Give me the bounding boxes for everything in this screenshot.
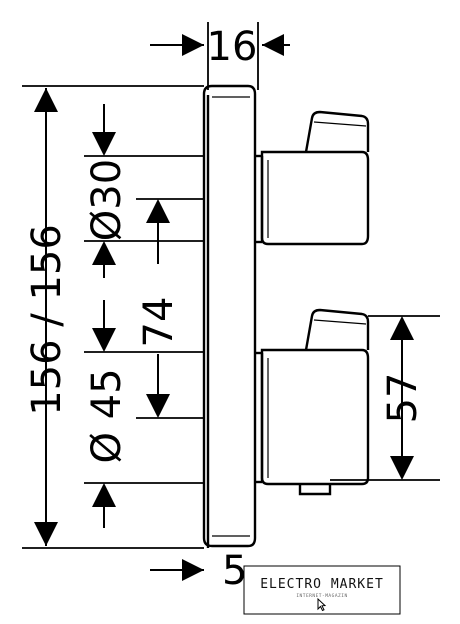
arrow-up-d45 [92, 483, 116, 507]
dim-handle-height: 57 [380, 373, 426, 424]
dim-total-height: 156 / 156 [24, 224, 70, 416]
arrow-up-d30 [92, 241, 116, 265]
dim-bottom-depth: 5 [222, 548, 247, 594]
arrow-down-d45 [92, 328, 116, 352]
arrowheads [34, 34, 414, 581]
arrow-up-74 [146, 199, 170, 223]
dim-upper-diameter: Ø30 [84, 159, 130, 241]
watermark-logo: ELECTRO MARKET INTERNET-MAGAZIN [243, 565, 401, 615]
watermark-tagline: INTERNET-MAGAZIN [296, 593, 347, 599]
arrow-up-57 [390, 316, 414, 340]
dim-lower-diameter: Ø 45 [84, 368, 130, 463]
dimension-lines [45, 44, 403, 571]
lower-handle [255, 308, 370, 496]
upper-handle [255, 110, 370, 246]
arrow-up-total [34, 88, 58, 112]
arrow-down-57 [390, 456, 414, 480]
watermark-brand: ELECTRO MARKET [260, 577, 384, 592]
dim-spacing: 74 [136, 297, 182, 348]
arrow-down-total [34, 522, 58, 546]
extension-lines-top [207, 22, 259, 90]
arrow-left-top [262, 34, 284, 56]
arrow-right-bottom [182, 559, 204, 581]
extension-lines [22, 85, 440, 549]
cursor-icon [317, 597, 327, 612]
arrow-down-74 [146, 394, 170, 418]
arrow-right-top [182, 34, 204, 56]
arrow-down-d30 [92, 132, 116, 156]
cover-plate [202, 84, 257, 548]
dim-top-depth: 16 [207, 24, 258, 70]
